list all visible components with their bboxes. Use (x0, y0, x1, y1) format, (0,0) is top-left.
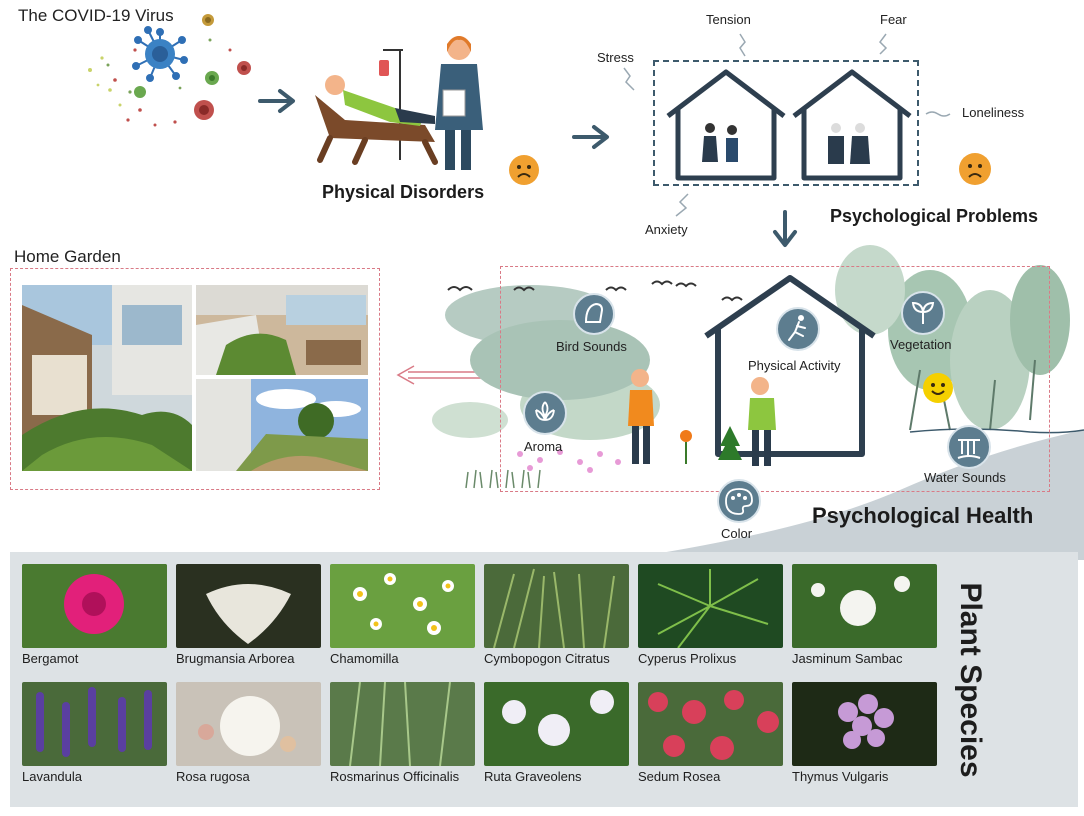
plant-photo-brugmansia-arborea (176, 564, 321, 648)
running-figure-icon (776, 307, 820, 351)
arrow-right-1 (258, 89, 295, 113)
garden-photo-2 (196, 285, 368, 375)
sprout-icon (901, 291, 945, 335)
home-garden-frame (10, 268, 380, 490)
plant-photo-sedum-rosea (638, 682, 783, 766)
color-label: Color (721, 526, 753, 541)
arrow-right-2 (572, 125, 609, 149)
loneliness-label: Loneliness (962, 105, 1025, 120)
psychological-health-frame (500, 266, 1050, 492)
psychological-houses-frame (653, 60, 919, 186)
plant-name: Ruta Graveolens (484, 769, 582, 784)
plant-photo-thymus-vulgaris (792, 682, 937, 766)
physical-disorders-label: Physical Disorders (322, 182, 485, 202)
two-houses-illustration (666, 69, 912, 181)
sad-face-icon-2 (959, 153, 991, 185)
palette-icon (717, 479, 761, 523)
flower-aroma-icon (523, 391, 567, 435)
plant-name: Brugmansia Arborea (176, 651, 295, 666)
stress-label: Stress (597, 50, 634, 65)
smiley-face-icon (923, 373, 953, 403)
plant-name: Cymbopogon Citratus (484, 651, 610, 666)
arrow-down (773, 210, 797, 247)
plant-name: Jasminum Sambac (792, 651, 903, 666)
tension-label: Tension (706, 12, 751, 27)
water-sounds-label: Water Sounds (924, 470, 1006, 485)
bird-sounds-label: Bird Sounds (556, 339, 627, 354)
plant-photo-bergamot (22, 564, 167, 648)
anxiety-label: Anxiety (645, 222, 688, 237)
fear-label: Fear (880, 12, 907, 27)
plant-photo-rosmarinus-officinalis (330, 682, 475, 766)
garden-photo-1 (22, 285, 192, 471)
plant-name: Lavandula (22, 769, 82, 784)
plant-photo-cyperus-prolixus (638, 564, 783, 648)
virus-cluster-illustration (88, 14, 251, 127)
plant-name: Cyperus Prolixus (638, 651, 737, 666)
plant-name: Rosa rugosa (176, 769, 250, 784)
psychological-problems-label: Psychological Problems (830, 206, 1039, 226)
waterfall-icon (947, 425, 991, 469)
plant-species-title: Plant Species (954, 582, 987, 778)
plant-name: Thymus Vulgaris (792, 769, 889, 784)
garden-photo-3 (196, 379, 368, 471)
plant-name: Rosmarinus Officinalis (330, 769, 460, 784)
bird-icon (573, 293, 615, 335)
psychological-health-label: Psychological Health (812, 503, 1034, 528)
vegetation-label: Vegetation (890, 337, 952, 352)
patient-nurse-illustration (315, 36, 483, 170)
plant-photo-rosa-rugosa (176, 682, 321, 766)
virus-label: The COVID-19 Virus (18, 6, 174, 25)
plant-photo-jasminum-sambac (792, 564, 937, 648)
stress-squiggles (623, 33, 951, 217)
home-garden-label: Home Garden (14, 247, 121, 266)
sad-face-icon (509, 155, 539, 185)
plant-photo-ruta-graveolens (484, 682, 629, 766)
plant-name: Sedum Rosea (638, 769, 721, 784)
aroma-label: Aroma (524, 439, 563, 454)
plant-photo-chamomilla (330, 564, 475, 648)
plant-photo-cymbopogon-citratus (484, 564, 629, 648)
plant-name: Bergamot (22, 651, 79, 666)
plant-name: Chamomilla (330, 651, 399, 666)
plant-photo-lavandula (22, 682, 167, 766)
physical-activity-label: Physical Activity (748, 358, 841, 373)
